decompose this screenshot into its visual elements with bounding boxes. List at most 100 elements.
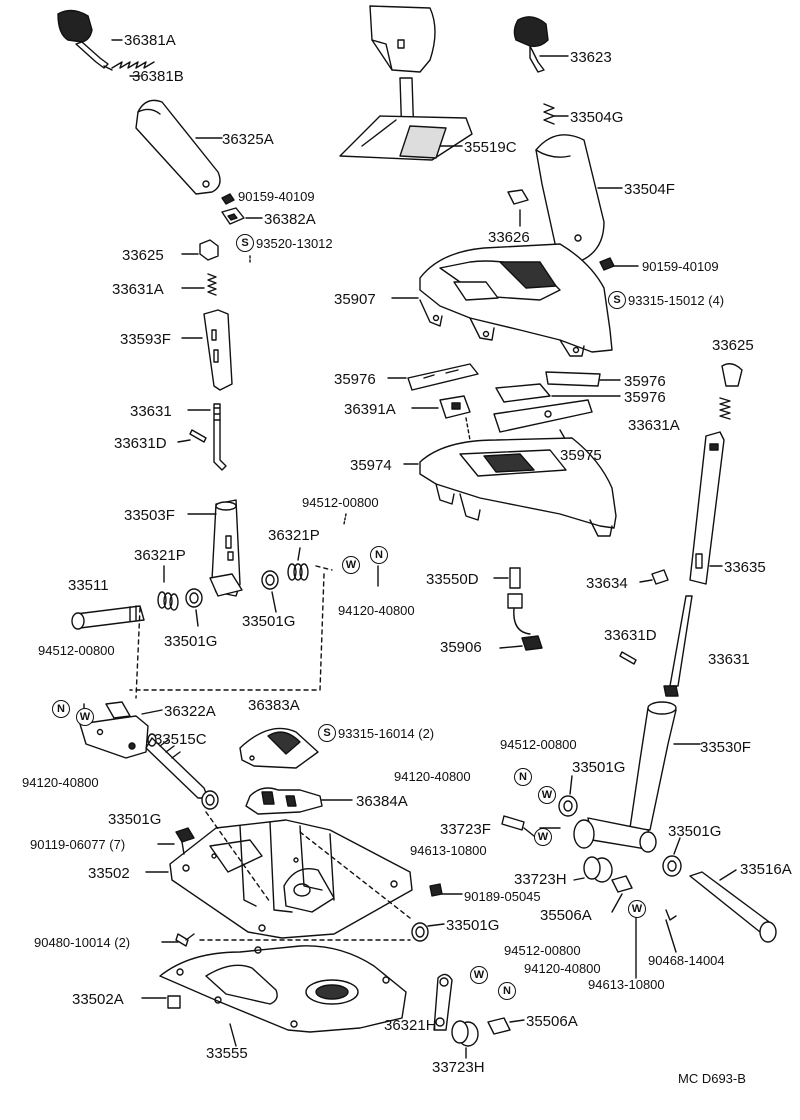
part-label: 94512-00800 — [38, 643, 115, 658]
bushing-33501G-d — [558, 795, 578, 817]
bushing-33723H-a — [583, 856, 613, 883]
shift-arm-33530F — [573, 701, 677, 853]
part-label: 33631A — [112, 281, 164, 298]
part-label: 94120-40800 — [524, 961, 601, 976]
solenoid-33550D — [509, 567, 521, 589]
bolt-33502A — [167, 995, 181, 1009]
part-label: 35506A — [526, 1013, 578, 1030]
shift-knob-right — [513, 16, 549, 73]
part-label: 33501G — [572, 759, 626, 776]
part-label: 36381B — [132, 68, 184, 85]
part-label: 33631 — [708, 651, 750, 668]
rod-33593F — [203, 309, 233, 391]
part-label: 93315-15012 (4) — [628, 293, 725, 308]
indicator-plate-35976-b — [545, 371, 601, 387]
bracket-36384A — [245, 787, 323, 815]
slider-36391A — [439, 395, 471, 419]
cable-35906 — [507, 593, 543, 651]
part-label: 35519C — [464, 139, 517, 156]
part-label: 33511 — [68, 577, 109, 594]
part-label: 35906 — [440, 639, 482, 656]
part-label: 94512-00800 — [302, 495, 379, 510]
bracket-36322A — [79, 701, 149, 759]
part-label: 36322A — [164, 703, 216, 720]
pin-33516A — [689, 871, 777, 943]
bottom-plate-33555 — [159, 945, 407, 1033]
part-label: 94613-10800 — [410, 843, 487, 858]
part-label: 36325A — [222, 131, 274, 148]
part-label: 90480-10014 (2) — [34, 935, 131, 950]
bushing-33501G-a — [185, 588, 203, 608]
spring-33631A-right — [719, 397, 731, 420]
part-label: 33593F — [120, 331, 171, 348]
screw-90159-right — [599, 257, 615, 271]
part-label: 90189-05045 — [464, 889, 541, 904]
part-label: 35975 — [560, 447, 602, 464]
part-label: 94512-00800 — [500, 737, 577, 752]
part-label: 35506A — [540, 907, 592, 924]
part-label: 93315-16014 (2) — [338, 726, 435, 741]
console-housing-35907 — [419, 243, 613, 357]
part-label: 35976 — [624, 373, 666, 390]
part-label: 33555 — [206, 1045, 248, 1062]
button-33625-left — [199, 239, 219, 261]
part-label: 33504F — [624, 181, 675, 198]
part-label: 33501G — [164, 633, 218, 650]
part-label: 33550D — [426, 571, 479, 588]
w-badge: W — [470, 966, 488, 984]
part-label: 36321P — [134, 547, 186, 564]
screw-90159-left — [221, 193, 235, 205]
pivot-pin-33511 — [71, 605, 145, 630]
part-label: 33501G — [446, 917, 500, 934]
s-badge: S — [318, 724, 336, 742]
link-36321H — [433, 973, 453, 1031]
spring-33631A-left — [207, 273, 217, 296]
part-label: 90119-06077 (7) — [30, 837, 126, 852]
part-label: 33530F — [700, 739, 751, 756]
spring-36321P-left — [157, 591, 179, 611]
lever-bracket-33503F — [209, 499, 243, 597]
lower-housing-35974 — [419, 437, 617, 537]
part-label: 35974 — [350, 457, 392, 474]
part-label: 90468-14004 — [648, 953, 725, 968]
clip-33626 — [507, 189, 529, 205]
part-label: 36384A — [356, 793, 408, 810]
diagram-reference: MC D693-B — [678, 1071, 746, 1086]
part-label: 33623 — [570, 49, 612, 66]
bushing-33501G-c — [201, 790, 219, 810]
part-label: 35976 — [624, 389, 666, 406]
part-label: 33631 — [130, 403, 172, 420]
n-badge: N — [52, 700, 70, 718]
rod-33631-right — [663, 595, 693, 697]
part-label: 33625 — [712, 337, 754, 354]
part-label: 33516A — [740, 861, 792, 878]
pin-33723F — [501, 815, 525, 831]
part-label: 33501G — [108, 811, 162, 828]
part-label: 33631D — [604, 627, 657, 644]
spring-33504G — [543, 103, 555, 125]
n-badge: N — [498, 982, 516, 1000]
bushing-33723H-b — [451, 1020, 479, 1047]
n-badge: N — [514, 768, 532, 786]
part-label: 94120-40800 — [22, 775, 99, 790]
w-badge: W — [534, 828, 552, 846]
part-label: 33626 — [488, 229, 530, 246]
part-label: 36391A — [344, 401, 396, 418]
part-label: 33503F — [124, 507, 175, 524]
w-badge: W — [538, 786, 556, 804]
part-label: 94120-40800 — [394, 769, 471, 784]
clip-36382A — [221, 207, 245, 225]
part-label: 35976 — [334, 371, 376, 388]
part-label: 36321H — [384, 1017, 437, 1034]
part-label: 36382A — [264, 211, 316, 228]
bolt-90189 — [429, 883, 443, 897]
part-label: 33723F — [440, 821, 491, 838]
s-badge: S — [608, 291, 626, 309]
part-label: 33501G — [668, 823, 722, 840]
part-label: 33631D — [114, 435, 167, 452]
collar-35506A-b — [487, 1017, 511, 1035]
part-label: 94120-40800 — [338, 603, 415, 618]
part-label: 90159-40109 — [238, 189, 315, 204]
bushing-33501G-e — [662, 855, 682, 877]
